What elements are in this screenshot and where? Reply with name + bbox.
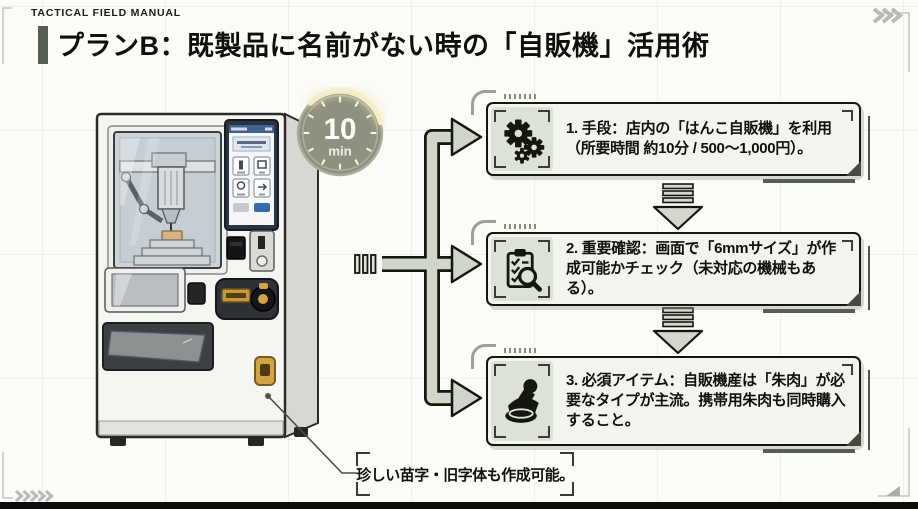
stamp-icon: [505, 379, 539, 423]
machine-touchscreen: [224, 119, 279, 231]
step-card-2: 2. 重要確認：画面で「6mmサイズ」が作成可能かチェック（未対応の機械もある）…: [471, 220, 870, 313]
step-text: 1. 手段：店内の「はんこ自販機」を利用（所要時間 約10分 / 500～1,0…: [566, 120, 832, 157]
underline-decoration: [763, 308, 855, 313]
bracket-corner: [494, 110, 506, 122]
corner-curve-decoration: [471, 344, 496, 369]
corner-curve-decoration: [471, 220, 496, 245]
title-accent-bar: [38, 26, 48, 64]
step-icon-panel: [491, 237, 553, 301]
payment-panel: [215, 278, 279, 320]
card-reader: [226, 236, 246, 260]
clock-ticks: [303, 96, 377, 170]
stopwatch-icon: 10 min: [295, 88, 385, 178]
tick-marks-decoration: [504, 94, 538, 99]
bracket-corner: [538, 156, 550, 168]
bracket-corner: [538, 286, 550, 298]
right-rule-decoration: [867, 370, 870, 450]
flow-arrow-2-3: [652, 307, 704, 355]
chevrons-bottom-left: [14, 489, 54, 503]
step-icon-panel: [491, 107, 553, 171]
clipboard-search-icon: [506, 249, 542, 292]
badge-minutes-unit: min: [328, 143, 352, 158]
push-button: [187, 282, 206, 305]
bracket-corner: [538, 240, 550, 252]
letterbox-bar: [0, 502, 918, 509]
corner-curve-decoration: [471, 90, 496, 115]
corner-triangle: [886, 486, 900, 496]
corner-mark: [842, 364, 853, 375]
step-card-1: 1. 手段：店内の「はんこ自販機」を利用（所要時間 約10分 / 500～1,0…: [471, 90, 870, 183]
machine-foot: [248, 436, 264, 446]
coin-panel: [249, 230, 275, 272]
bracket-corner: [494, 426, 506, 438]
lower-window: [104, 267, 186, 313]
corner-mark: [842, 240, 853, 251]
eyebrow-label: TACTICAL FIELD MANUAL: [31, 7, 181, 19]
corner-mark: [842, 110, 853, 121]
step-card-3: 3. 必須アイテム：自販機産は「朱肉」が必要なタイプが主流。携帯用朱肉も同時購入…: [471, 344, 870, 453]
bracket-corner: [494, 240, 506, 252]
machine-window: [107, 125, 228, 275]
badge-minutes-value: 10: [324, 113, 357, 146]
corner-notch: [846, 161, 861, 176]
bracket-corner: [494, 156, 506, 168]
vending-machine-illustration: [88, 85, 338, 465]
machine-foot: [294, 427, 308, 437]
flow-arrow-1-2: [652, 183, 704, 231]
page-title: プランB：既製品に名前がない時の「自販機」活用術: [57, 31, 710, 61]
glow-arc: [295, 88, 385, 178]
underline-decoration: [763, 178, 855, 183]
bracket-corner: [538, 110, 550, 122]
time-badge: 10 min: [294, 87, 386, 179]
bracket-corner: [356, 482, 370, 496]
step-icon-panel: [491, 361, 553, 441]
step-text: 2. 重要確認：画面で「6mmサイズ」が作成可能かチェック（未対応の機械もある）…: [566, 240, 836, 297]
bracket-corner: [494, 286, 506, 298]
chevrons-top-right: [872, 7, 904, 24]
tick-marks-decoration: [504, 224, 538, 229]
step-text: 3. 必須アイテム：自販機産は「朱肉」が必要なタイプが主流。携帯用朱肉も同時購入…: [566, 372, 846, 429]
caption-text: 珍しい苗字・旧字体も作成可能。: [356, 466, 574, 484]
bracket-corner: [356, 452, 370, 466]
corner-notch: [846, 431, 861, 446]
right-rule-decoration: [867, 246, 870, 310]
gears-icon: [504, 119, 545, 164]
vending-machine-art: [95, 112, 319, 446]
bracket-corner: [560, 452, 574, 466]
dispense-tray: [102, 322, 214, 371]
tick-marks-decoration: [504, 348, 538, 353]
caption-label: 珍しい苗字・旧字体も作成可能。: [356, 452, 574, 496]
corner-notch: [846, 291, 861, 306]
bracket-corner: [538, 364, 550, 376]
underline-decoration: [763, 448, 855, 453]
bracket-corner: [538, 426, 550, 438]
bracket-corner: [494, 364, 506, 376]
bracket-corner: [560, 482, 574, 496]
machine-kick-plate: [98, 420, 284, 436]
key-lock: [254, 356, 276, 386]
right-rule-decoration: [867, 116, 870, 180]
stamp-blank: [161, 230, 183, 241]
card-slot: [230, 242, 242, 246]
machine-foot: [110, 436, 126, 446]
